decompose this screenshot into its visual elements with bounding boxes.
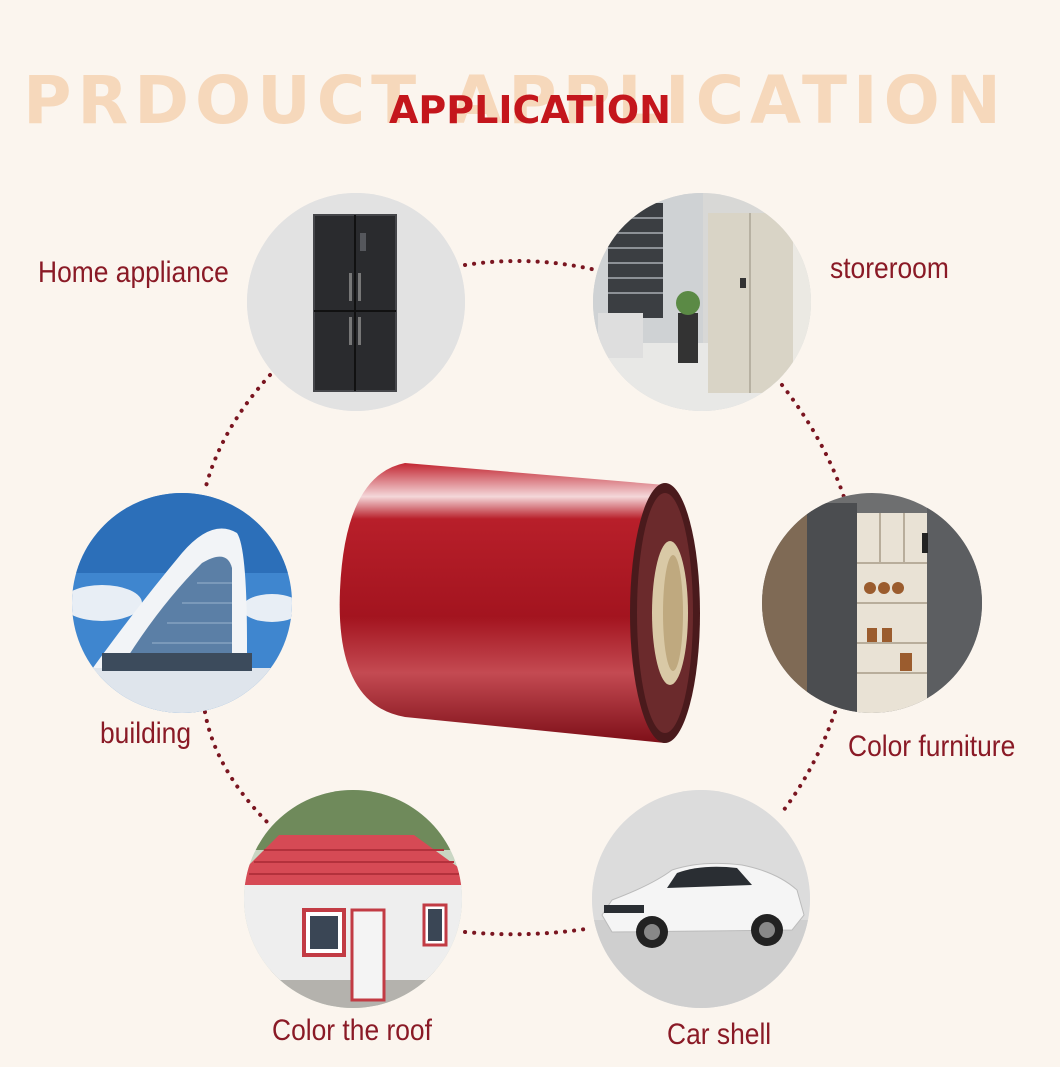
building-icon xyxy=(72,493,292,713)
storeroom-image xyxy=(593,193,811,411)
label-building: building xyxy=(100,717,192,750)
color-roof-image xyxy=(244,790,462,1008)
label-color-the-roof: Color the roof xyxy=(272,1014,432,1047)
label-home-appliance: Home appliance xyxy=(38,256,229,289)
color-furniture-image xyxy=(762,493,982,713)
page-title: APPLICATION xyxy=(389,88,671,132)
steel-coil-icon xyxy=(339,463,700,743)
furniture-icon xyxy=(762,493,982,713)
refrigerator-icon xyxy=(247,193,465,411)
label-storeroom: storeroom xyxy=(830,252,949,285)
car-shell-image xyxy=(592,790,810,1008)
label-color-furniture: Color furniture xyxy=(848,730,1016,763)
background-title: PRDOUCT APPLICATION xyxy=(23,62,1007,139)
cabinet-icon xyxy=(593,193,811,411)
roof-house-icon xyxy=(244,790,462,1008)
car-icon xyxy=(592,790,810,1008)
label-car-shell: Car shell xyxy=(667,1018,772,1051)
building-image xyxy=(72,493,292,713)
home-appliance-image xyxy=(247,193,465,411)
